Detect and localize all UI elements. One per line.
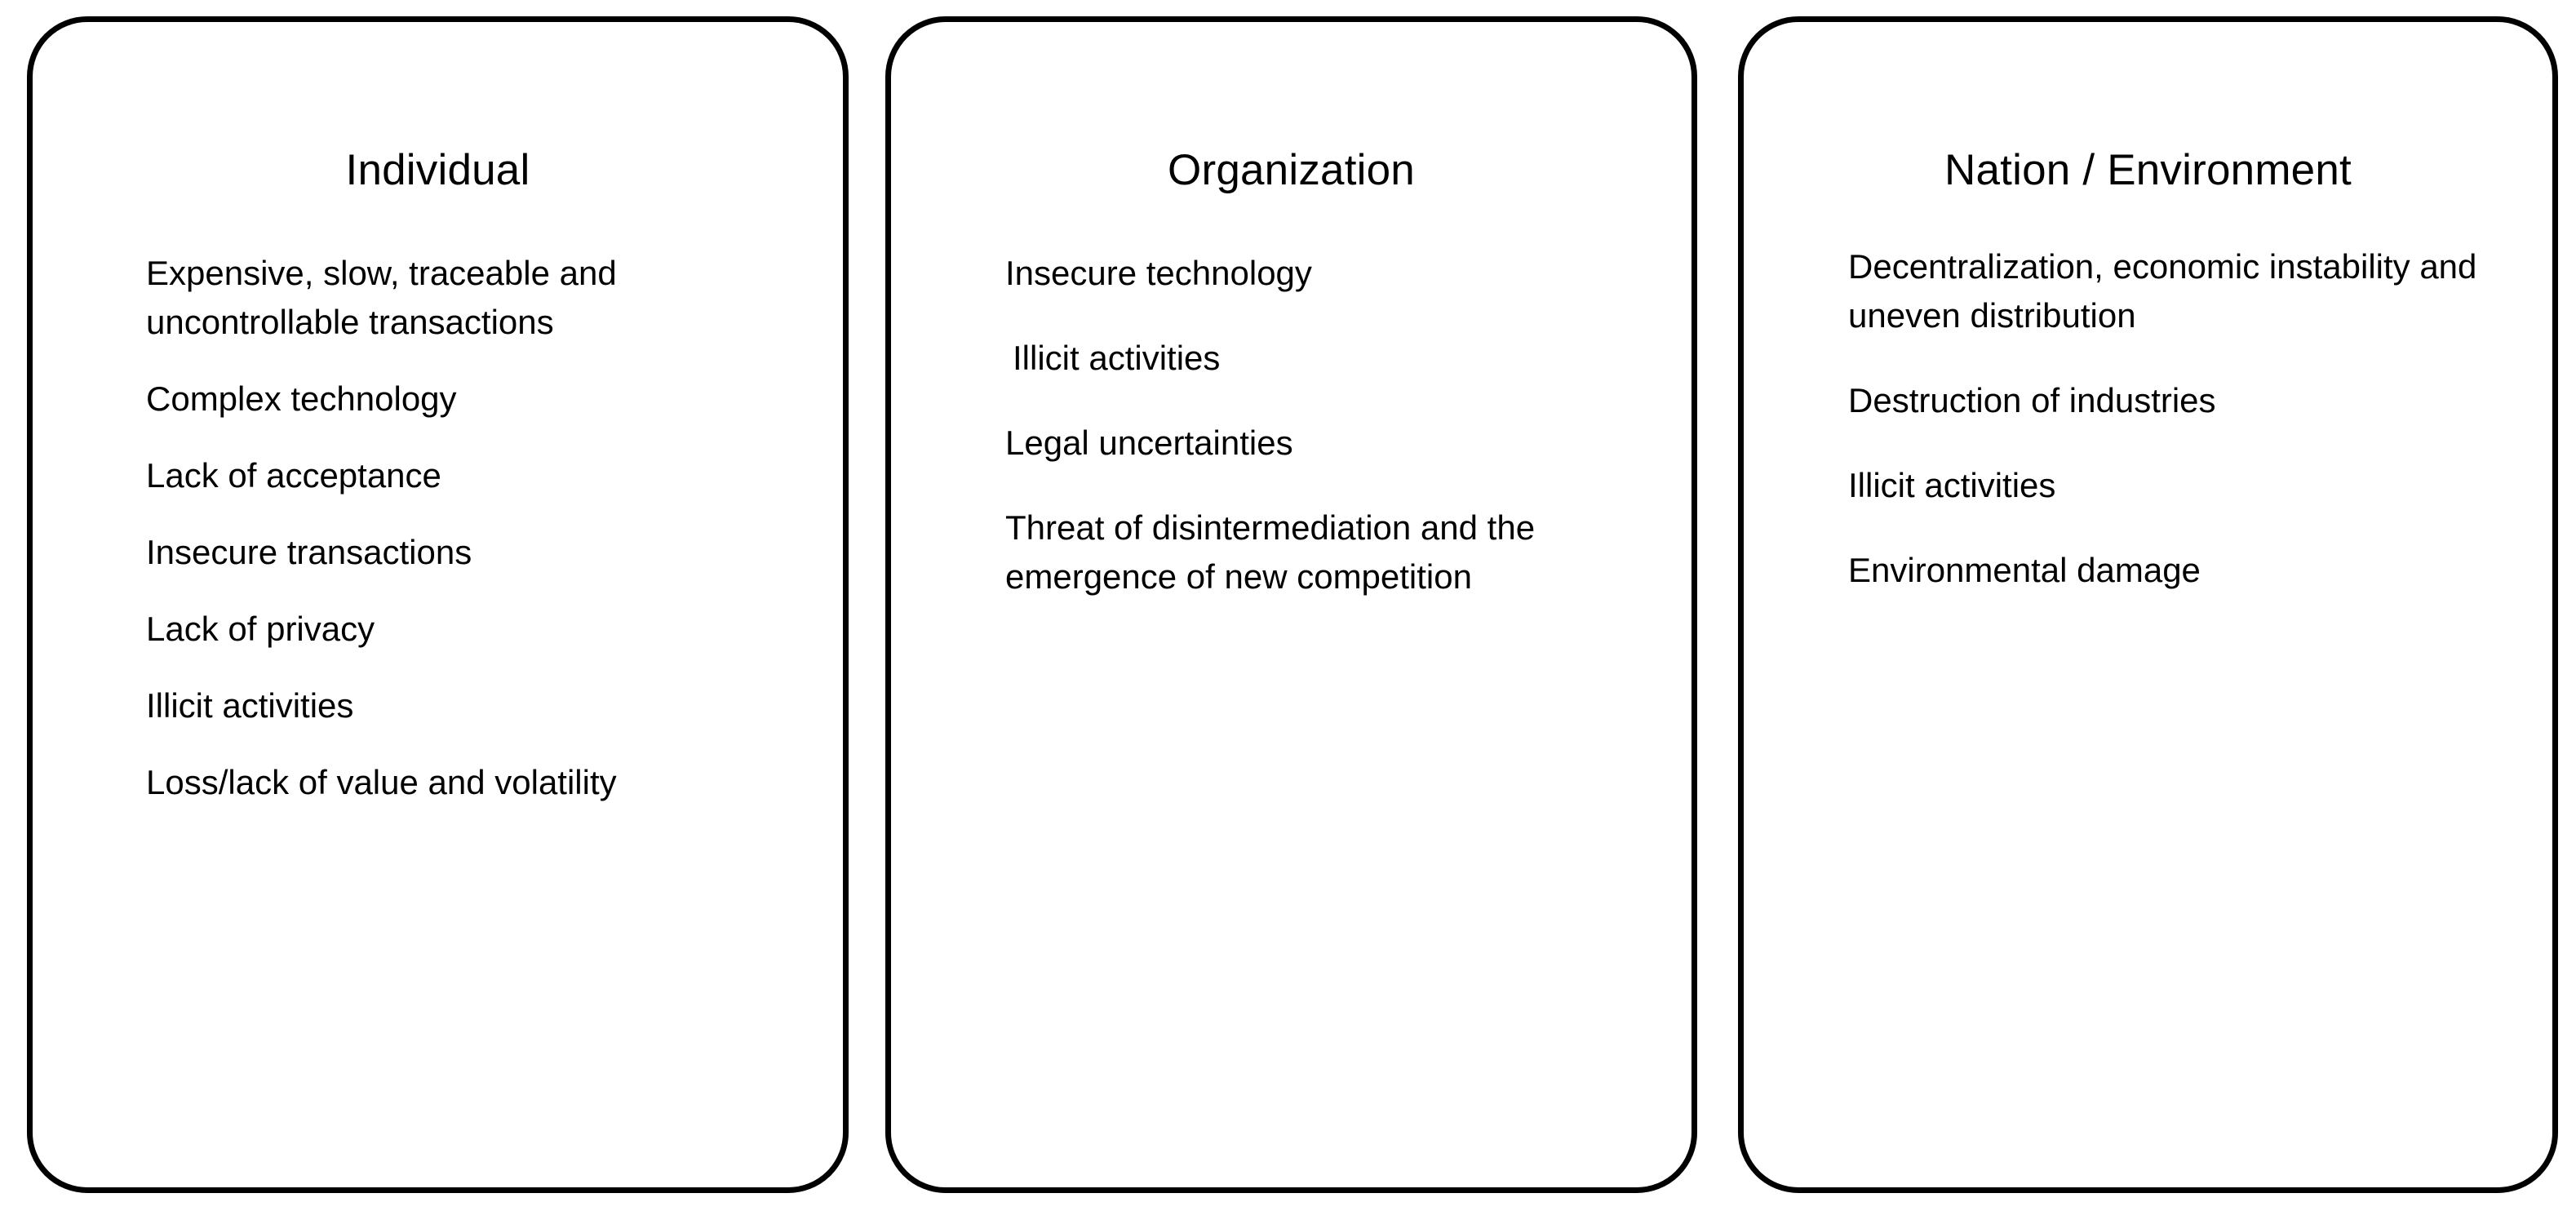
list-item: Illicit activities — [1013, 339, 1221, 377]
panel-title-individual: Individual — [345, 145, 530, 194]
list-item: Illicit activities — [146, 686, 354, 725]
list-item: Expensive, slow, traceable and uncontrol… — [146, 254, 617, 341]
item-list-organization: Insecure technology Illicit activities L… — [891, 249, 1691, 637]
category-panel-individual: Individual Expensive, slow, traceable an… — [27, 16, 849, 1193]
panel-title-organization: Organization — [1168, 145, 1415, 194]
list-item: Insecure technology — [1005, 254, 1312, 292]
list-item: Lack of privacy — [146, 610, 375, 648]
category-panel-nation-environment: Nation / Environment Decentralization, e… — [1738, 16, 2558, 1193]
list-item: Environmental damage — [1848, 551, 2201, 589]
list-item: Legal uncertainties — [1005, 424, 1293, 462]
category-panel-organization: Organization Insecure technology Illicit… — [885, 16, 1697, 1193]
list-item: Illicit activities — [1848, 466, 2056, 504]
list-item: Lack of acceptance — [146, 456, 441, 495]
list-item: Decentralization, economic instability a… — [1848, 247, 2477, 335]
list-item: Destruction of industries — [1848, 381, 2216, 419]
panel-title-nation-environment: Nation / Environment — [1944, 145, 2352, 194]
item-list-individual: Expensive, slow, traceable and uncontrol… — [33, 249, 843, 835]
list-item: Complex technology — [146, 379, 457, 418]
item-list-nation-environment: Decentralization, economic instability a… — [1744, 242, 2552, 631]
list-item: Threat of disintermediation and the emer… — [1005, 508, 1536, 596]
list-item: Insecure transactions — [146, 533, 472, 571]
list-item: Loss/lack of value and volatility — [146, 763, 617, 801]
